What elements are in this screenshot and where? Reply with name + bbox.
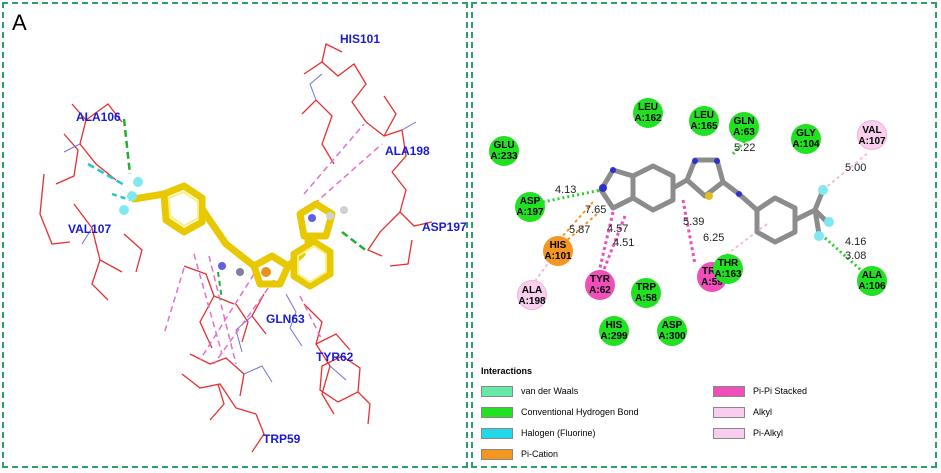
label-ala198-3d: ALA198 [385, 144, 430, 158]
distance-label: 3.08 [845, 250, 867, 262]
legend-swatch [713, 407, 745, 419]
residue-his101: HIS A:101 [543, 236, 573, 266]
legend-title: Interactions [481, 366, 533, 376]
docking-pose-3d [39, 43, 433, 453]
protein-backbone-blue [63, 73, 417, 383]
residue-tyr62: TYR A:62 [585, 270, 615, 300]
legend-swatch [481, 386, 513, 398]
interaction-lines-2d [532, 132, 872, 285]
distance-label: 5.00 [845, 162, 867, 174]
label-asp197-3d: ASP197 [422, 220, 467, 234]
distance-label: 5.39 [683, 216, 705, 228]
ligand-3d-atoms [119, 177, 348, 277]
legend-item-van-der-waals: van der Waals [481, 386, 578, 400]
distance-label: 4.13 [555, 184, 577, 196]
legend-item-conventional-hydrogen-bond: Conventional Hydrogen Bond [481, 407, 639, 421]
legend-swatch [481, 428, 513, 440]
panel-b-2d-interactions: GLU A:233 ASP A:197 LEU A:162 LEU A:165 … [471, 2, 937, 468]
ligand-3d-inner [167, 190, 327, 284]
panel-letter: A [12, 10, 27, 35]
residue-his299: HIS A:299 [599, 316, 629, 346]
legend-item-alkyl: Alkyl [713, 407, 772, 421]
legend-swatch [481, 449, 513, 461]
legend-item-halogen-fluorine: Halogen (Fluorine) [481, 428, 596, 442]
residue-gly104: GLY A:104 [791, 124, 821, 154]
legend-item-pi-cation: Pi-Cation [481, 449, 558, 463]
residue-asp197: ASP A:197 [515, 192, 545, 222]
residue-leu165: LEU A:165 [689, 106, 719, 136]
distance-label: 5.87 [569, 224, 591, 236]
label-his101-3d: HIS101 [340, 32, 381, 46]
residue-asp300: ASP A:300 [657, 316, 687, 346]
distance-label: 4.16 [845, 236, 867, 248]
legend-swatch [481, 407, 513, 419]
label-tyr62-3d: TYR62 [316, 350, 354, 364]
ligand-2d [598, 157, 830, 245]
ligand-3d [130, 182, 336, 290]
distance-label: 6.25 [703, 232, 725, 244]
distance-label: 4.57 [607, 223, 629, 235]
interactions-legend: Interactions van der Waals Conventional … [477, 364, 931, 464]
distance-label: 7.65 [585, 204, 607, 216]
residue-ala106: ALA A:106 [857, 266, 887, 296]
residue-thr163: THR A:163 [713, 254, 743, 284]
residue-leu162: LEU A:162 [633, 98, 663, 128]
interaction-dashes-3d [87, 118, 383, 365]
legend-item-pi-pi-stacked: Pi-Pi Stacked [713, 386, 807, 400]
label-val107-3d: VAL107 [68, 222, 112, 236]
residue-gln63: GLN A:63 [729, 112, 759, 142]
label-trp59-3d: TRP59 [263, 432, 301, 446]
residue-val107: VAL A:107 [857, 120, 887, 150]
residue-glu233: GLU A:233 [489, 136, 519, 166]
legend-swatch [713, 428, 745, 440]
label-gln63-3d: GLN63 [266, 312, 305, 326]
label-ala106-3d: ALA106 [76, 110, 121, 124]
interaction-diagram-2d [532, 132, 872, 285]
ligand-2d-heteroatoms [599, 158, 834, 241]
residue-ala198: ALA A:198 [517, 280, 547, 310]
residue-trp58: TRP A:58 [631, 278, 661, 308]
legend-swatch [713, 386, 745, 398]
panel-a-3d-pose: A [2, 2, 468, 468]
legend-item-pi-alkyl: Pi-Alkyl [713, 428, 783, 442]
distance-label: 4.51 [613, 237, 635, 249]
distance-label: 5.22 [734, 142, 756, 154]
